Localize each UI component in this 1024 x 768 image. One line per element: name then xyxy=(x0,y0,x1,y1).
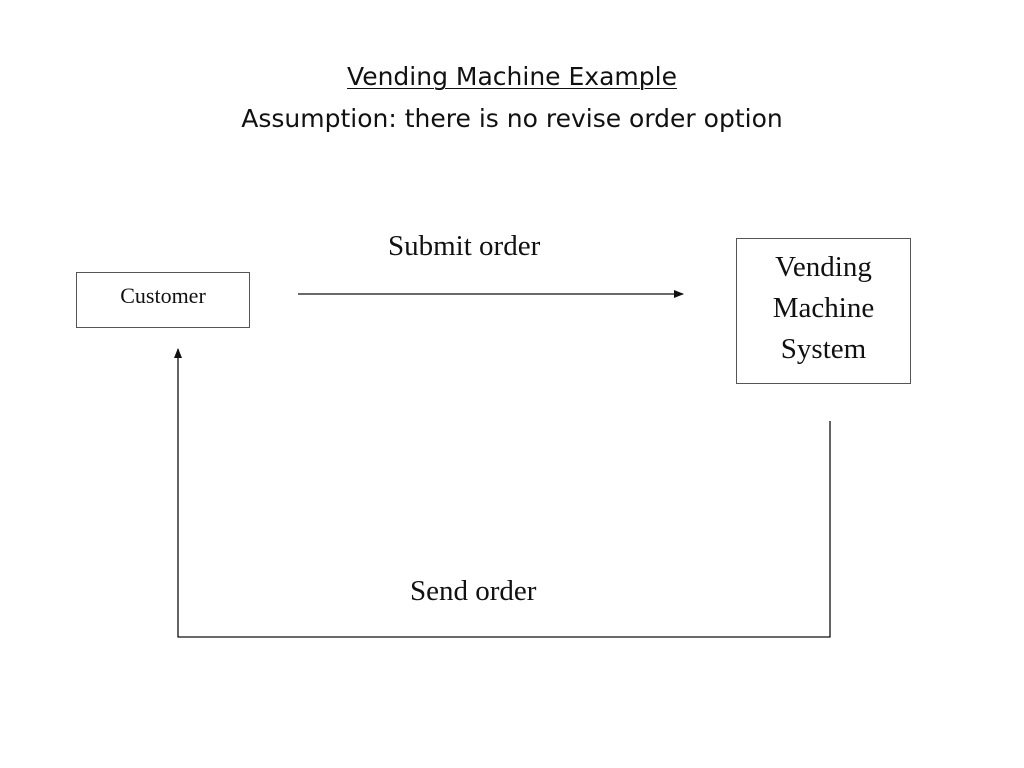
vending-machine-line-3: System xyxy=(780,333,867,365)
vending-machine-system-node: Vending Machine System xyxy=(736,238,911,384)
slide-subtitle: Assumption: there is no revise order opt… xyxy=(241,104,783,133)
customer-node-label: Customer xyxy=(120,283,206,308)
customer-node: Customer xyxy=(76,272,250,328)
vending-machine-line-2: Machine xyxy=(772,292,875,324)
send-order-label: Send order xyxy=(410,575,537,607)
submit-order-label: Submit order xyxy=(388,230,541,262)
vending-machine-line-1: Vending xyxy=(775,251,872,283)
title-block: Vending Machine Example Assumption: ther… xyxy=(0,56,1024,140)
slide-title: Vending Machine Example xyxy=(347,62,677,91)
